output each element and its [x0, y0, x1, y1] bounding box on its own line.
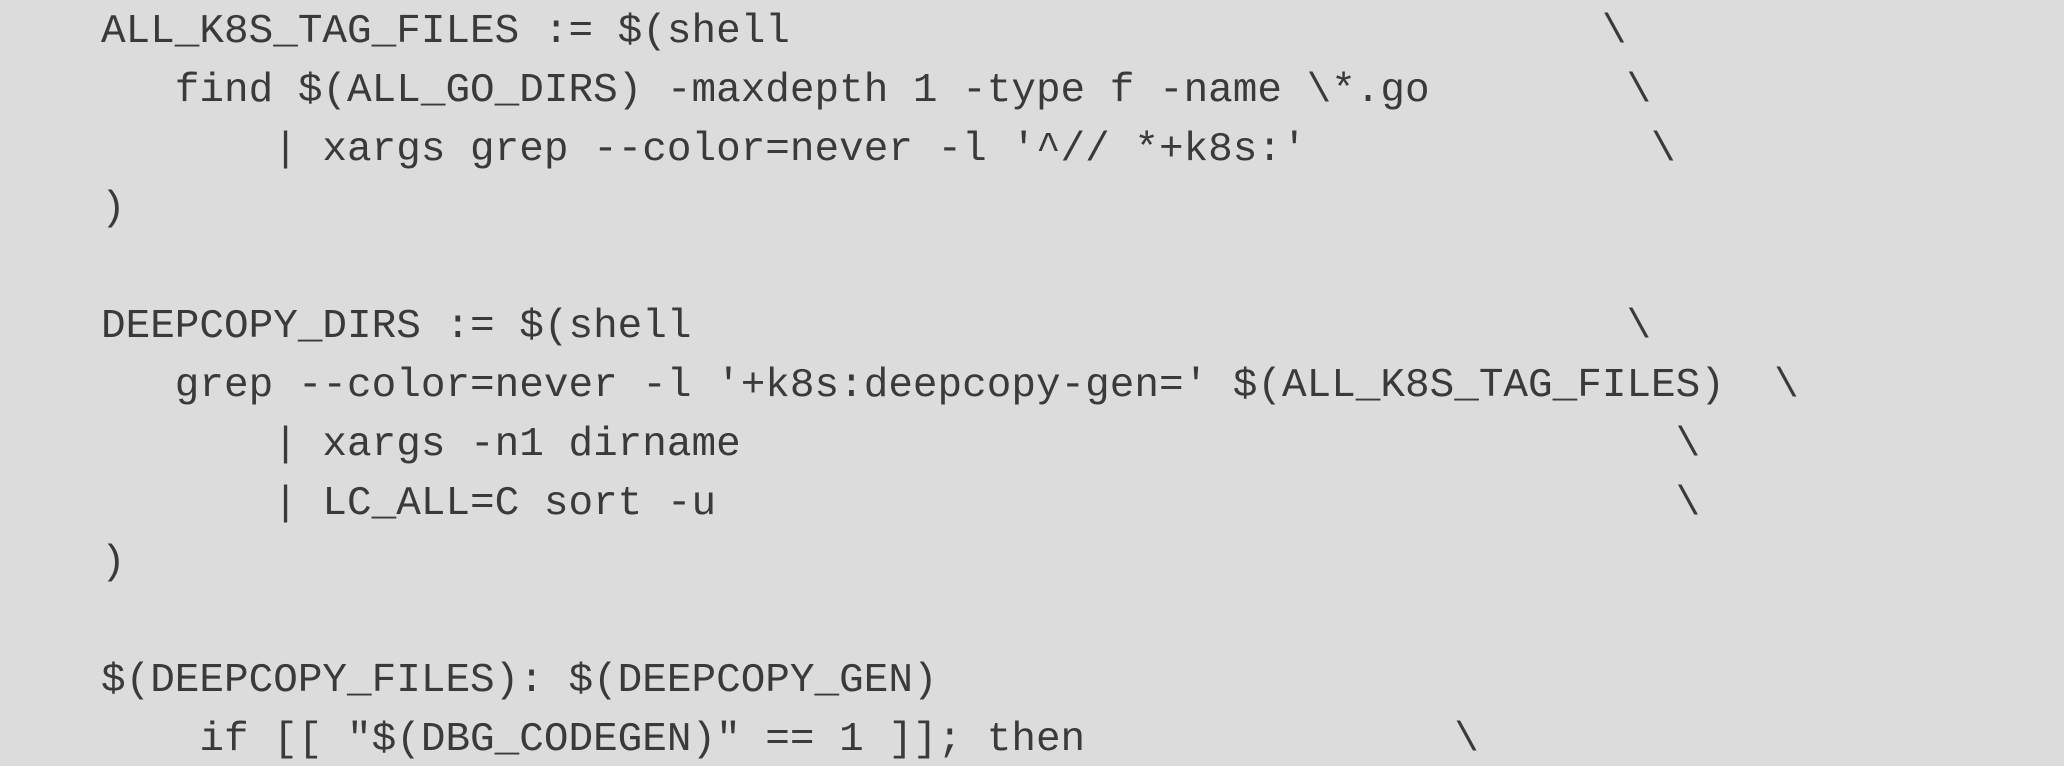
code-line: | LC_ALL=C sort -u \	[101, 481, 1701, 527]
code-line: )	[101, 186, 126, 232]
code-line: ALL_K8S_TAG_FILES := $(shell \	[101, 9, 1627, 55]
page-margin	[0, 766, 2064, 776]
code-line: if [[ "$(DBG_CODEGEN)" == 1 ]]; then \	[101, 717, 1479, 763]
code-line: grep --color=never -l '+k8s:deepcopy-gen…	[101, 363, 1799, 409]
code-line: find $(ALL_GO_DIRS) -maxdepth 1 -type f …	[101, 68, 1652, 114]
code-line: $(DEEPCOPY_FILES): $(DEEPCOPY_GEN)	[101, 658, 938, 704]
code-line: )	[101, 540, 126, 586]
code-line: | xargs grep --color=never -l '^// *+k8s…	[101, 127, 1676, 173]
code-line: DEEPCOPY_DIRS := $(shell \	[101, 304, 1652, 350]
code-line: | xargs -n1 dirname \	[101, 422, 1701, 468]
